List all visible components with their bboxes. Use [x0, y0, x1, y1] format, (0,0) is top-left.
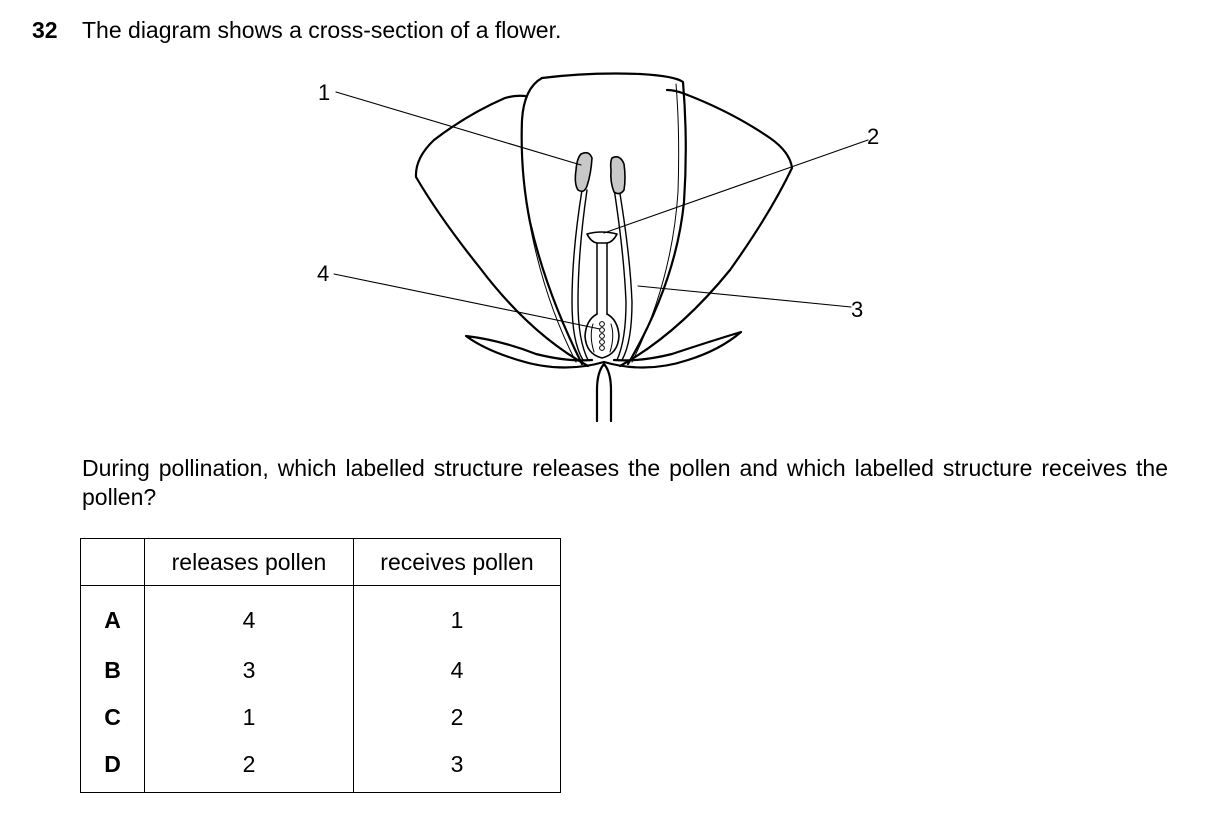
- releases-value: 2: [144, 741, 354, 793]
- flower-cross-section-diagram: 1 2 4 3: [317, 72, 879, 423]
- table-row[interactable]: A 4 1: [80, 585, 561, 647]
- diagram-label-4: 3: [851, 297, 863, 322]
- petal-right: [618, 88, 794, 368]
- filament-right: [617, 181, 633, 361]
- sepal-right: [602, 330, 743, 369]
- filament-left-inner: [577, 189, 589, 361]
- petal-left: [414, 94, 590, 368]
- style: [596, 242, 608, 315]
- diagram-label-1: 1: [318, 80, 330, 105]
- table-row[interactable]: D 2 3: [80, 741, 561, 793]
- ovules: [599, 321, 605, 351]
- releases-value: 1: [144, 694, 354, 741]
- anther-left: [574, 151, 593, 193]
- receives-value: 1: [353, 585, 561, 647]
- header-receives: receives pollen: [353, 538, 561, 586]
- diagram-label-3: 4: [317, 261, 329, 286]
- releases-value: 3: [144, 647, 354, 694]
- diagram-label-2: 2: [867, 124, 879, 149]
- receives-value: 4: [353, 647, 561, 694]
- filament-left: [571, 189, 584, 361]
- question-number: 32: [32, 17, 58, 43]
- petal-back: [520, 72, 687, 366]
- table-row[interactable]: B 3 4: [80, 647, 561, 694]
- filament-right-inner: [612, 181, 627, 361]
- question-prompt: During pollination, which labelled struc…: [82, 455, 1168, 510]
- receives-value: 2: [353, 694, 561, 741]
- question-stem: The diagram shows a cross-section of a f…: [82, 17, 562, 43]
- header-releases: releases pollen: [144, 538, 354, 586]
- ovary: [584, 313, 620, 359]
- option-letter: B: [80, 647, 145, 694]
- table-header-row: releases pollen receives pollen: [80, 538, 561, 586]
- option-letter: A: [80, 585, 145, 647]
- anther-right: [609, 156, 626, 195]
- table-row[interactable]: C 1 2: [80, 694, 561, 741]
- answer-table: releases pollen receives pollen A 4 1 B …: [80, 538, 561, 793]
- leader-lines: [333, 91, 869, 330]
- receives-value: 3: [353, 741, 561, 793]
- option-letter: C: [80, 694, 145, 741]
- releases-value: 4: [144, 585, 354, 647]
- stigma: [586, 231, 618, 244]
- stalk: [595, 362, 613, 423]
- option-letter: D: [80, 741, 145, 793]
- sepal-left: [464, 334, 606, 369]
- header-blank: [80, 538, 145, 586]
